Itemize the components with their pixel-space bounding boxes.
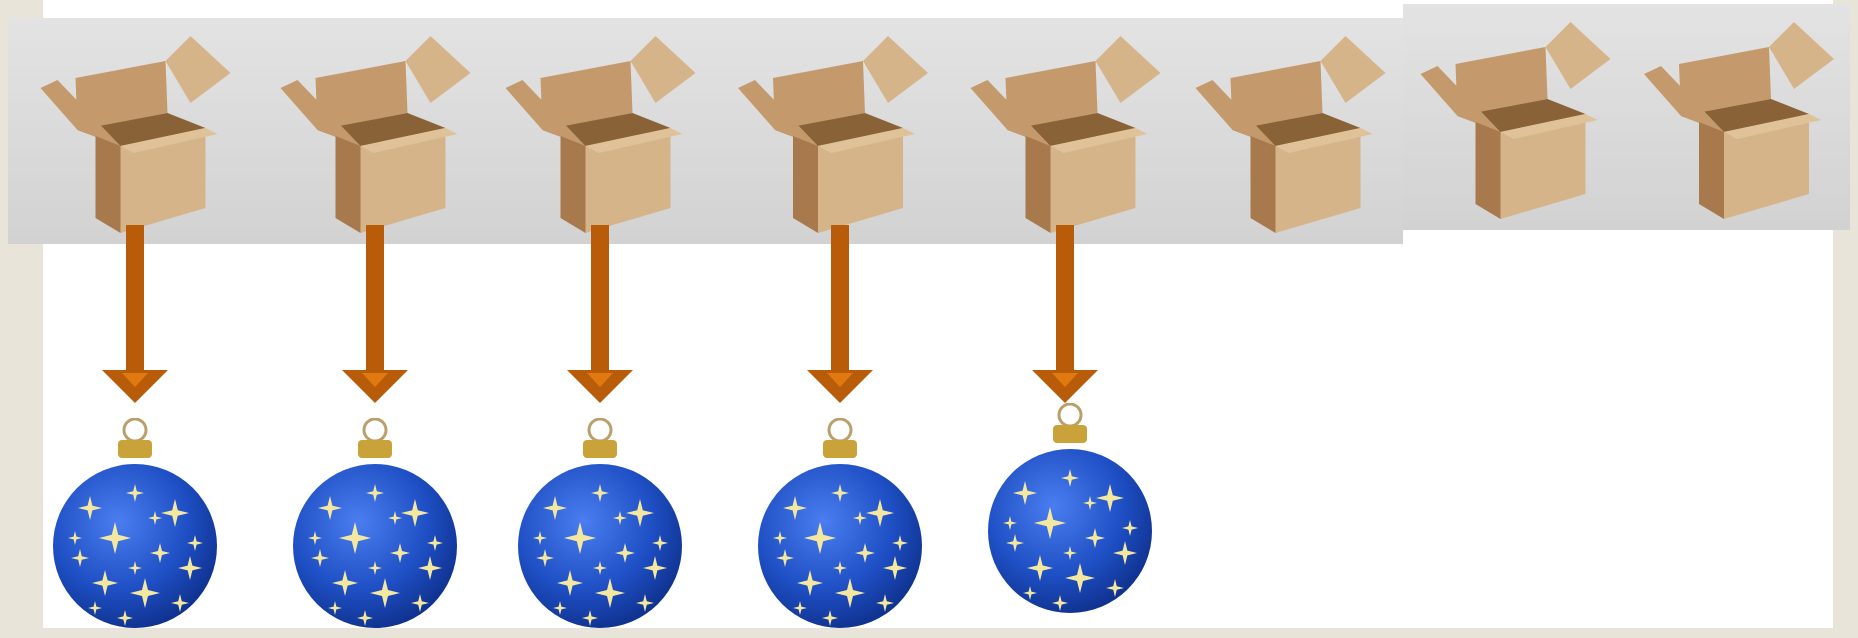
cardboard-box-image bbox=[1628, 4, 1850, 230]
cardboard-box-image bbox=[953, 18, 1178, 244]
cardboard-box-icon bbox=[713, 18, 953, 244]
christmas-ornament-icon bbox=[515, 418, 685, 638]
cardboard-box-image bbox=[488, 18, 713, 244]
down-arrow-icon bbox=[340, 225, 410, 405]
cardboard-box-icon bbox=[488, 18, 713, 244]
cardboard-box-icon bbox=[8, 18, 263, 244]
cardboard-box-icon bbox=[953, 18, 1178, 244]
christmas-ornament-icon bbox=[290, 418, 460, 638]
cardboard-box-image bbox=[263, 18, 488, 244]
down-arrow-icon bbox=[565, 225, 635, 405]
cardboard-box-image bbox=[8, 18, 263, 244]
cardboard-box-image bbox=[1403, 4, 1628, 230]
down-arrow-icon bbox=[100, 225, 170, 405]
down-arrow-icon bbox=[1030, 225, 1100, 405]
christmas-ornament-icon bbox=[50, 418, 220, 638]
christmas-ornament-icon bbox=[755, 418, 925, 638]
christmas-ornament-icon bbox=[985, 403, 1155, 623]
cardboard-box-image bbox=[713, 18, 953, 244]
cardboard-box-icon bbox=[1178, 18, 1403, 244]
down-arrow-icon bbox=[805, 225, 875, 405]
cardboard-box-icon bbox=[1403, 4, 1628, 230]
cardboard-box-image bbox=[1178, 18, 1403, 244]
cardboard-box-icon bbox=[1628, 4, 1850, 230]
cardboard-box-icon bbox=[263, 18, 488, 244]
